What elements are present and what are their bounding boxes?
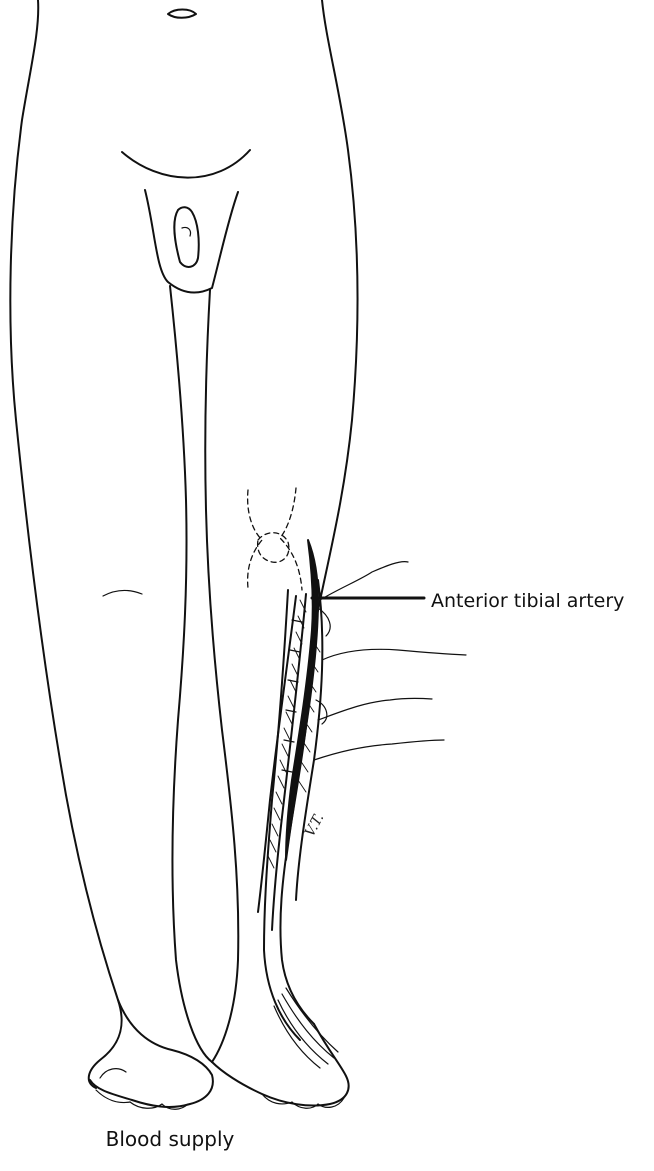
artery-label: Anterior tibial artery (431, 590, 624, 612)
inner-thigh-right (205, 290, 238, 1062)
knee-joint-outline (248, 490, 262, 588)
abdomen-fold (122, 150, 250, 178)
body-outline-right (316, 0, 358, 620)
knee-crease-left (103, 591, 142, 597)
figure-caption: Blood supply (0, 1127, 340, 1151)
body-outline-left (10, 0, 121, 1088)
genital-detail (174, 207, 198, 267)
groin-outline (145, 190, 238, 293)
navel (168, 10, 196, 18)
artery-branch (320, 562, 408, 600)
foot-tendons (278, 1000, 328, 1064)
foot-right (212, 1024, 349, 1106)
